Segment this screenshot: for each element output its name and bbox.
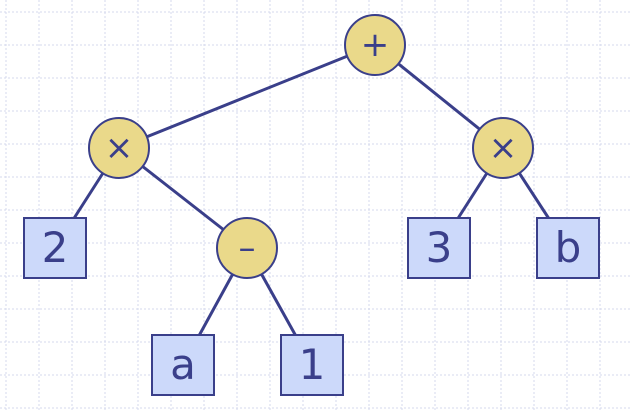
tree-edge [118,43,376,150]
operator-node-minus: – [216,217,278,279]
leaf-node-a: a [151,334,215,396]
leaf-node-b: b [536,217,600,279]
leaf-node-3: 3 [407,217,471,279]
operator-node-plus: + [344,14,406,76]
leaf-node-2: 2 [23,217,87,279]
leaf-node-1: 1 [280,334,344,396]
operator-node-times-left: × [88,117,150,179]
operator-node-times-right: × [472,117,534,179]
